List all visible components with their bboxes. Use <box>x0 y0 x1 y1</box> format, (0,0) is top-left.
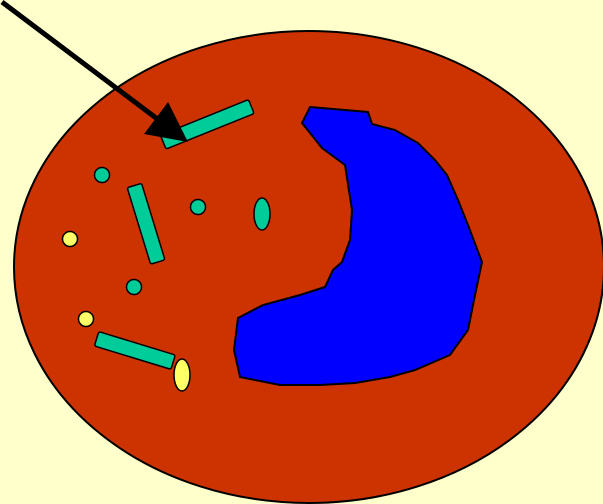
yellow-dot-organelle <box>63 232 78 247</box>
teal-dot-organelle <box>95 168 110 183</box>
yellow-oval-organelle <box>174 359 190 391</box>
teal-dot-organelle <box>127 280 142 295</box>
teal-oval-organelle <box>254 198 270 230</box>
cell-cytoplasm <box>14 31 603 503</box>
teal-dot-organelle <box>191 200 206 215</box>
yellow-dot-organelle <box>79 312 94 327</box>
